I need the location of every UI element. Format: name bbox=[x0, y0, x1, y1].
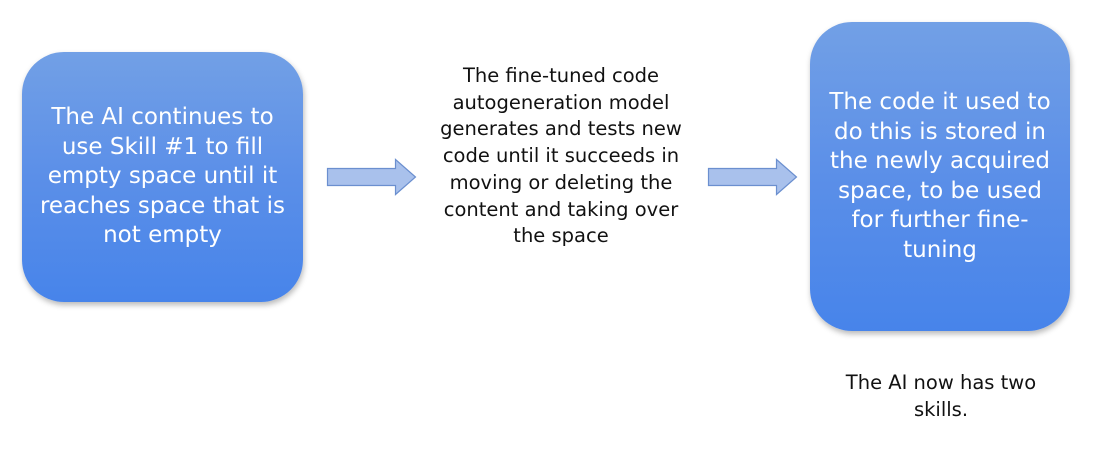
arrow-right-icon bbox=[326, 158, 417, 196]
step-3-text: The code it used to do this is stored in… bbox=[829, 89, 1051, 263]
step-3-box: The code it used to do this is stored in… bbox=[810, 22, 1070, 331]
step-1-box: The AI continues to use Skill #1 to fill… bbox=[22, 52, 303, 302]
outcome-note: The AI now has two skills. bbox=[845, 371, 1037, 421]
step-1-text: The AI continues to use Skill #1 to fill… bbox=[39, 104, 286, 249]
arrow-right-icon bbox=[707, 158, 798, 196]
step-2-text: The fine-tuned code autogeneration model… bbox=[440, 64, 682, 248]
